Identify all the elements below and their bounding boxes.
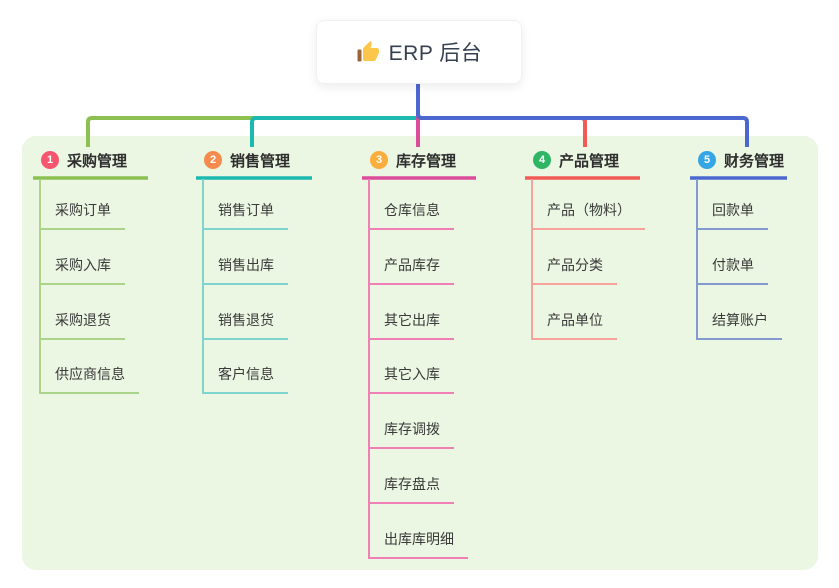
child-node[interactable]: 付款单 [697, 256, 768, 285]
child-node[interactable]: 客户信息 [203, 365, 288, 394]
branch-node-4[interactable]: 4 产品管理 [525, 148, 640, 172]
child-node[interactable]: 销售出库 [203, 256, 288, 285]
child-node[interactable]: 出库库明细 [369, 530, 468, 559]
branch-node-1[interactable]: 1 采购管理 [33, 148, 148, 172]
child-node[interactable]: 回款单 [697, 201, 768, 230]
child-node[interactable]: 其它入库 [369, 365, 454, 394]
branch-node-5[interactable]: 5 财务管理 [690, 148, 787, 172]
child-node[interactable]: 产品分类 [532, 256, 617, 285]
branches-panel [22, 136, 818, 570]
branch-3-label: 库存管理 [396, 152, 457, 170]
branch-4-label: 产品管理 [559, 152, 620, 170]
branch-3-number-badge: 3 [370, 151, 388, 169]
child-node[interactable]: 采购退货 [40, 311, 125, 340]
child-node[interactable]: 采购入库 [40, 256, 125, 285]
child-node[interactable]: 销售退货 [203, 311, 288, 340]
branch-1-number-badge: 1 [41, 151, 59, 169]
child-node[interactable]: 库存调拨 [369, 420, 454, 449]
child-node[interactable]: 产品（物料） [532, 201, 645, 230]
child-node[interactable]: 库存盘点 [369, 475, 454, 504]
branch-1-label: 采购管理 [67, 152, 128, 170]
branch-4-number-badge: 4 [533, 151, 551, 169]
child-node[interactable]: 产品库存 [369, 256, 454, 285]
child-node[interactable]: 仓库信息 [369, 201, 454, 230]
child-node[interactable]: 结算账户 [697, 311, 782, 340]
branch-node-2[interactable]: 2 销售管理 [196, 148, 312, 172]
branch-2-number-badge: 2 [204, 151, 222, 169]
branch-node-3[interactable]: 3 库存管理 [362, 148, 476, 172]
branch-2-label: 销售管理 [230, 152, 291, 170]
root-node-label: ERP 后台 [388, 42, 483, 65]
branch-5-number-badge: 5 [698, 151, 716, 169]
child-node[interactable]: 销售订单 [203, 201, 288, 230]
branch-5-label: 财务管理 [724, 152, 785, 170]
thumbs-up-icon [356, 40, 380, 64]
root-node[interactable]: ERP 后台 [316, 20, 522, 84]
child-node[interactable]: 产品单位 [532, 311, 617, 340]
child-node[interactable]: 采购订单 [40, 201, 125, 230]
child-node[interactable]: 供应商信息 [40, 365, 139, 394]
child-node[interactable]: 其它出库 [369, 311, 454, 340]
